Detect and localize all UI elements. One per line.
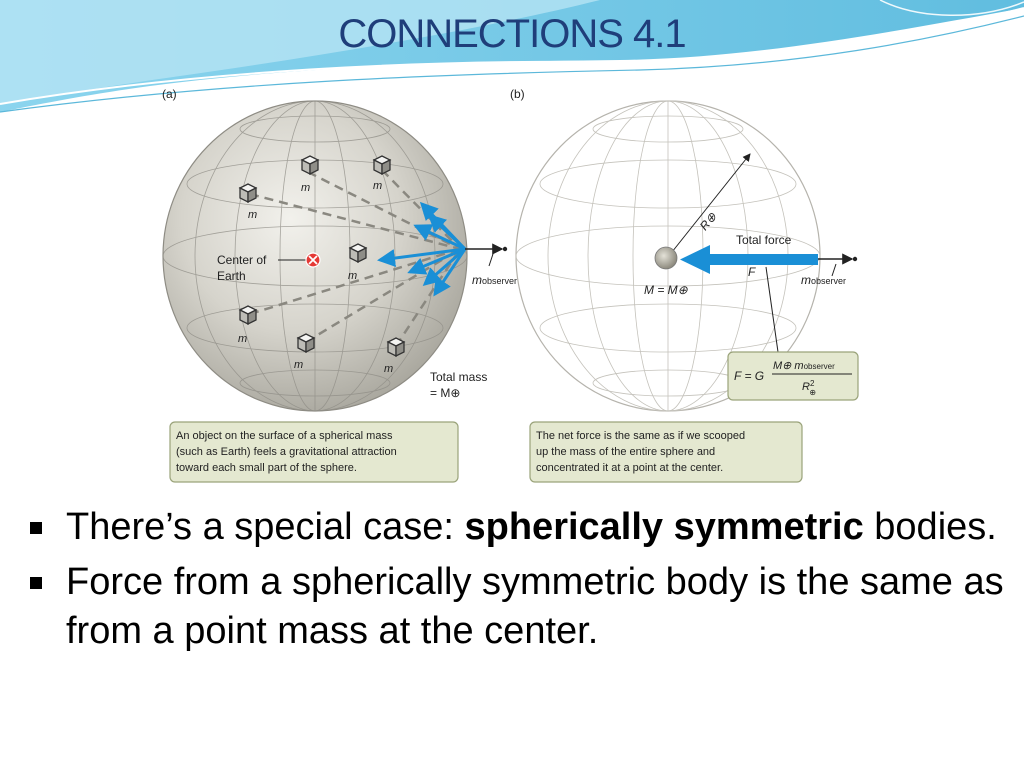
formula-numerator: M⊕ mobserver	[773, 360, 835, 372]
panel-a-caption-line2: (such as Earth) feels a gravitational at…	[176, 446, 397, 458]
center-of-earth-label-line2: Earth	[217, 269, 246, 283]
square-bullet-icon	[30, 577, 42, 589]
panel-a-caption-line3: toward each small part of the sphere.	[176, 462, 357, 474]
panel-a-observer-arrow	[465, 243, 508, 267]
panel-a-mass-label: m	[248, 209, 257, 221]
header-wave-decoration	[0, 0, 1024, 113]
center-mass-label: M = M⊕	[644, 283, 689, 297]
bullet-list: There’s a special case: spherically symm…	[30, 503, 1015, 662]
panel-b-caption-line2: up the mass of the entire sphere and	[536, 446, 715, 458]
slide-title: CONNECTIONS 4.1	[338, 12, 686, 56]
panel-a-mass-label: m	[373, 180, 382, 192]
bullet-emphasis: spherically symmetric	[464, 506, 864, 548]
panel-b-caption-line3: concentrated it at a point at the center…	[536, 462, 723, 474]
panel-a-mass-cubes	[238, 155, 406, 358]
total-force-arrow	[680, 245, 818, 274]
formula-box	[727, 351, 859, 401]
panel-b-caption-line1: The net force is the same as if we scoop…	[536, 430, 745, 442]
bullet-text: bodies.	[863, 506, 997, 548]
panel-a-mass-label: m	[238, 333, 247, 345]
panel-a-mass-label: m	[348, 270, 357, 282]
force-symbol-label: F	[748, 265, 756, 279]
bullet-text: Force from a spherically symmetric body …	[66, 561, 1004, 652]
panel-a-force-arrows	[377, 201, 467, 297]
center-of-earth-label-line1: Center of	[217, 253, 267, 267]
panel-a-mass-label: m	[301, 182, 310, 194]
formula-denominator: R2⊕	[802, 379, 816, 397]
gravity-sphere-figure: (a)	[162, 87, 859, 483]
center-of-earth-marker-icon	[305, 252, 321, 268]
panel-a-mass-label: m	[384, 363, 393, 375]
panel-b-observer-label: mobserver	[801, 273, 846, 287]
panel-a-mass-label: m	[294, 359, 303, 371]
total-mass-label-line2: = M⊕	[430, 386, 460, 400]
panel-a-caption-line1: An object on the surface of a spherical …	[176, 430, 393, 442]
center-point-mass	[654, 246, 678, 270]
panel-b-observer-arrow	[818, 253, 858, 277]
panel-b-caption-box	[529, 421, 803, 483]
bullet-text: There’s a special case:	[66, 506, 465, 548]
radius-arrow	[671, 153, 751, 253]
panel-a-caption-box	[169, 421, 459, 483]
formula-left: F = G	[734, 369, 764, 383]
bullet-item: There’s a special case: spherically symm…	[30, 503, 1015, 552]
formula-leader-line	[765, 266, 779, 353]
total-force-label: Total force	[736, 233, 792, 247]
bullet-item: Force from a spherically symmetric body …	[30, 558, 1015, 656]
square-bullet-icon	[30, 522, 42, 534]
panel-a-label: (a)	[162, 87, 177, 101]
total-mass-label-line1: Total mass	[430, 370, 487, 384]
panel-a-observer-label: mobserver	[472, 273, 517, 287]
panel-b-label: (b)	[510, 87, 525, 101]
